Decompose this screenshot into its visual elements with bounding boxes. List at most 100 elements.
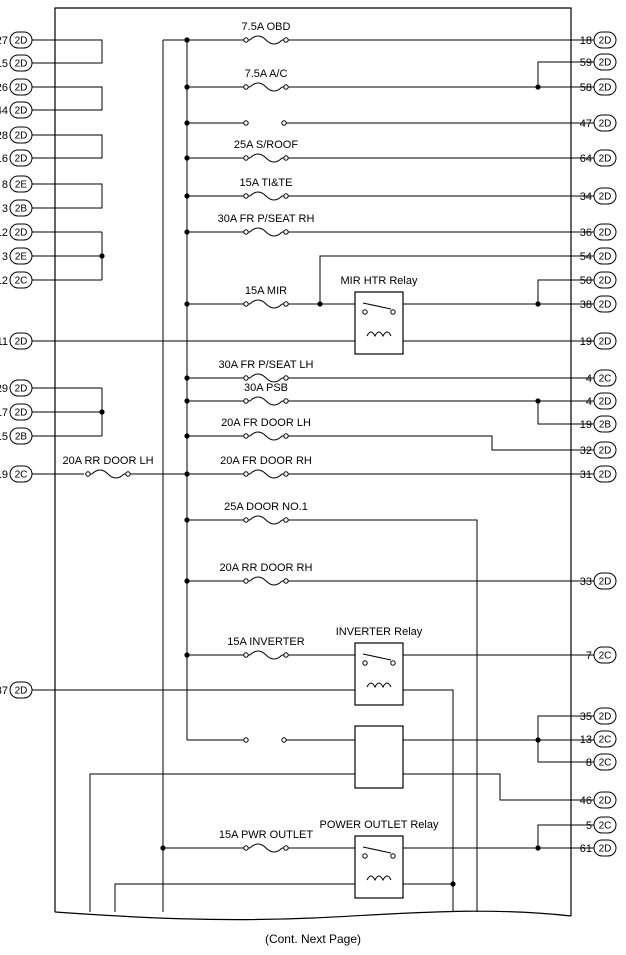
connector-outline <box>593 149 617 167</box>
relay-contact <box>362 653 392 661</box>
connector-id: 2C <box>599 821 612 832</box>
wire <box>537 61 594 87</box>
pin-left-12-2D: 122D <box>0 223 33 241</box>
pin-number: 59 <box>580 57 592 69</box>
pin-number: 31 <box>580 469 592 481</box>
f-ac-label: 7.5A A/C <box>245 68 288 80</box>
terminal <box>243 155 249 161</box>
f-rrdoor-rh-label: 20A RR DOOR RH <box>220 562 313 574</box>
connector-id: 2D <box>15 59 28 70</box>
junction-dot <box>184 578 190 584</box>
terminal <box>283 652 289 658</box>
pin-number: 19 <box>580 419 592 431</box>
junction-dot <box>184 120 190 126</box>
terminal <box>243 120 249 126</box>
pin-number: 50 <box>580 275 592 287</box>
connector-id: 2D <box>599 577 612 588</box>
terminal <box>243 193 249 199</box>
connector-id: 2D <box>599 276 612 287</box>
mir-htr-relay: MIR HTR Relay <box>340 275 418 355</box>
terminal <box>243 375 249 381</box>
connector-id: 2D <box>15 36 28 47</box>
relay-coil <box>366 331 392 338</box>
connector-outline <box>9 247 33 265</box>
fuse-symbol <box>249 843 283 853</box>
terminal <box>243 578 249 584</box>
pin-left-12-2C: 122C <box>0 271 33 289</box>
fuse-symbol <box>249 153 283 163</box>
pin-left-15-2B: 152B <box>0 427 33 445</box>
terminal <box>281 737 287 743</box>
connector-outline <box>593 187 617 205</box>
pin-number: 47 <box>580 118 592 130</box>
f-pseat-rh-label: 30A FR P/SEAT RH <box>218 213 315 225</box>
pin-number: 18 <box>580 35 592 47</box>
pin-number: 26 <box>0 82 8 94</box>
connector-id: 2D <box>599 470 612 481</box>
terminal <box>281 120 287 126</box>
inverter-relay: INVERTER Relay <box>336 626 423 706</box>
connector-outline <box>593 31 617 49</box>
connector-outline <box>593 369 617 387</box>
pin-number: 13 <box>580 734 592 746</box>
connector-id: 2D <box>599 300 612 311</box>
pin-number: 33 <box>580 576 592 588</box>
connector-outline <box>9 126 33 144</box>
connector-outline <box>593 332 617 350</box>
terminal <box>283 578 289 584</box>
terminal <box>283 517 289 523</box>
connector-id: 2D <box>599 154 612 165</box>
connector-outline <box>593 114 617 132</box>
f-obd-label: 7.5A OBD <box>242 21 291 33</box>
connector-outline <box>593 791 617 809</box>
terminal <box>243 652 249 658</box>
f-door1-label: 25A DOOR NO.1 <box>224 501 308 513</box>
terminal <box>243 517 249 523</box>
terminal <box>125 471 131 477</box>
pin-number: 8 <box>2 179 8 191</box>
terminal <box>283 37 289 43</box>
connector-id: 2D <box>15 83 28 94</box>
connector-outline <box>9 149 33 167</box>
connector-id: 2C <box>15 276 28 287</box>
fuse-symbol <box>249 469 283 479</box>
terminal <box>390 660 396 666</box>
connector-id: 2D <box>599 58 612 69</box>
pin-left-17-2D: 172D <box>0 403 33 421</box>
pin-number: 28 <box>0 130 8 142</box>
pin-left-19-2C: 192C <box>0 465 33 483</box>
connector-id: 2D <box>599 192 612 203</box>
pin-number: 32 <box>580 445 592 457</box>
pin-number: 54 <box>580 251 592 263</box>
pin-number: 4 <box>586 373 592 385</box>
connector-outline <box>593 572 617 590</box>
connector-outline <box>9 101 33 119</box>
pin-number: 44 <box>0 105 8 117</box>
pin-number: 15 <box>0 58 8 70</box>
terminal <box>390 853 396 859</box>
connector-id: 2B <box>15 432 28 443</box>
pin-right-59-2D: 59 2D <box>580 53 617 71</box>
connector-outline <box>9 175 33 193</box>
junction-dot <box>184 433 190 439</box>
pin-number: 37 <box>0 685 8 697</box>
junction-dot <box>184 652 190 658</box>
terminal <box>283 84 289 90</box>
pin-right-33-2D: 33 2D <box>580 572 617 590</box>
pin-number: 8 <box>586 757 592 769</box>
connector-id: 2D <box>15 106 28 117</box>
pin-left-11-2D: 112D <box>0 332 33 350</box>
terminal <box>243 433 249 439</box>
relay-box <box>354 291 404 355</box>
junction-dot <box>184 155 190 161</box>
junction-dot <box>184 84 190 90</box>
pin-number: 17 <box>0 407 8 419</box>
